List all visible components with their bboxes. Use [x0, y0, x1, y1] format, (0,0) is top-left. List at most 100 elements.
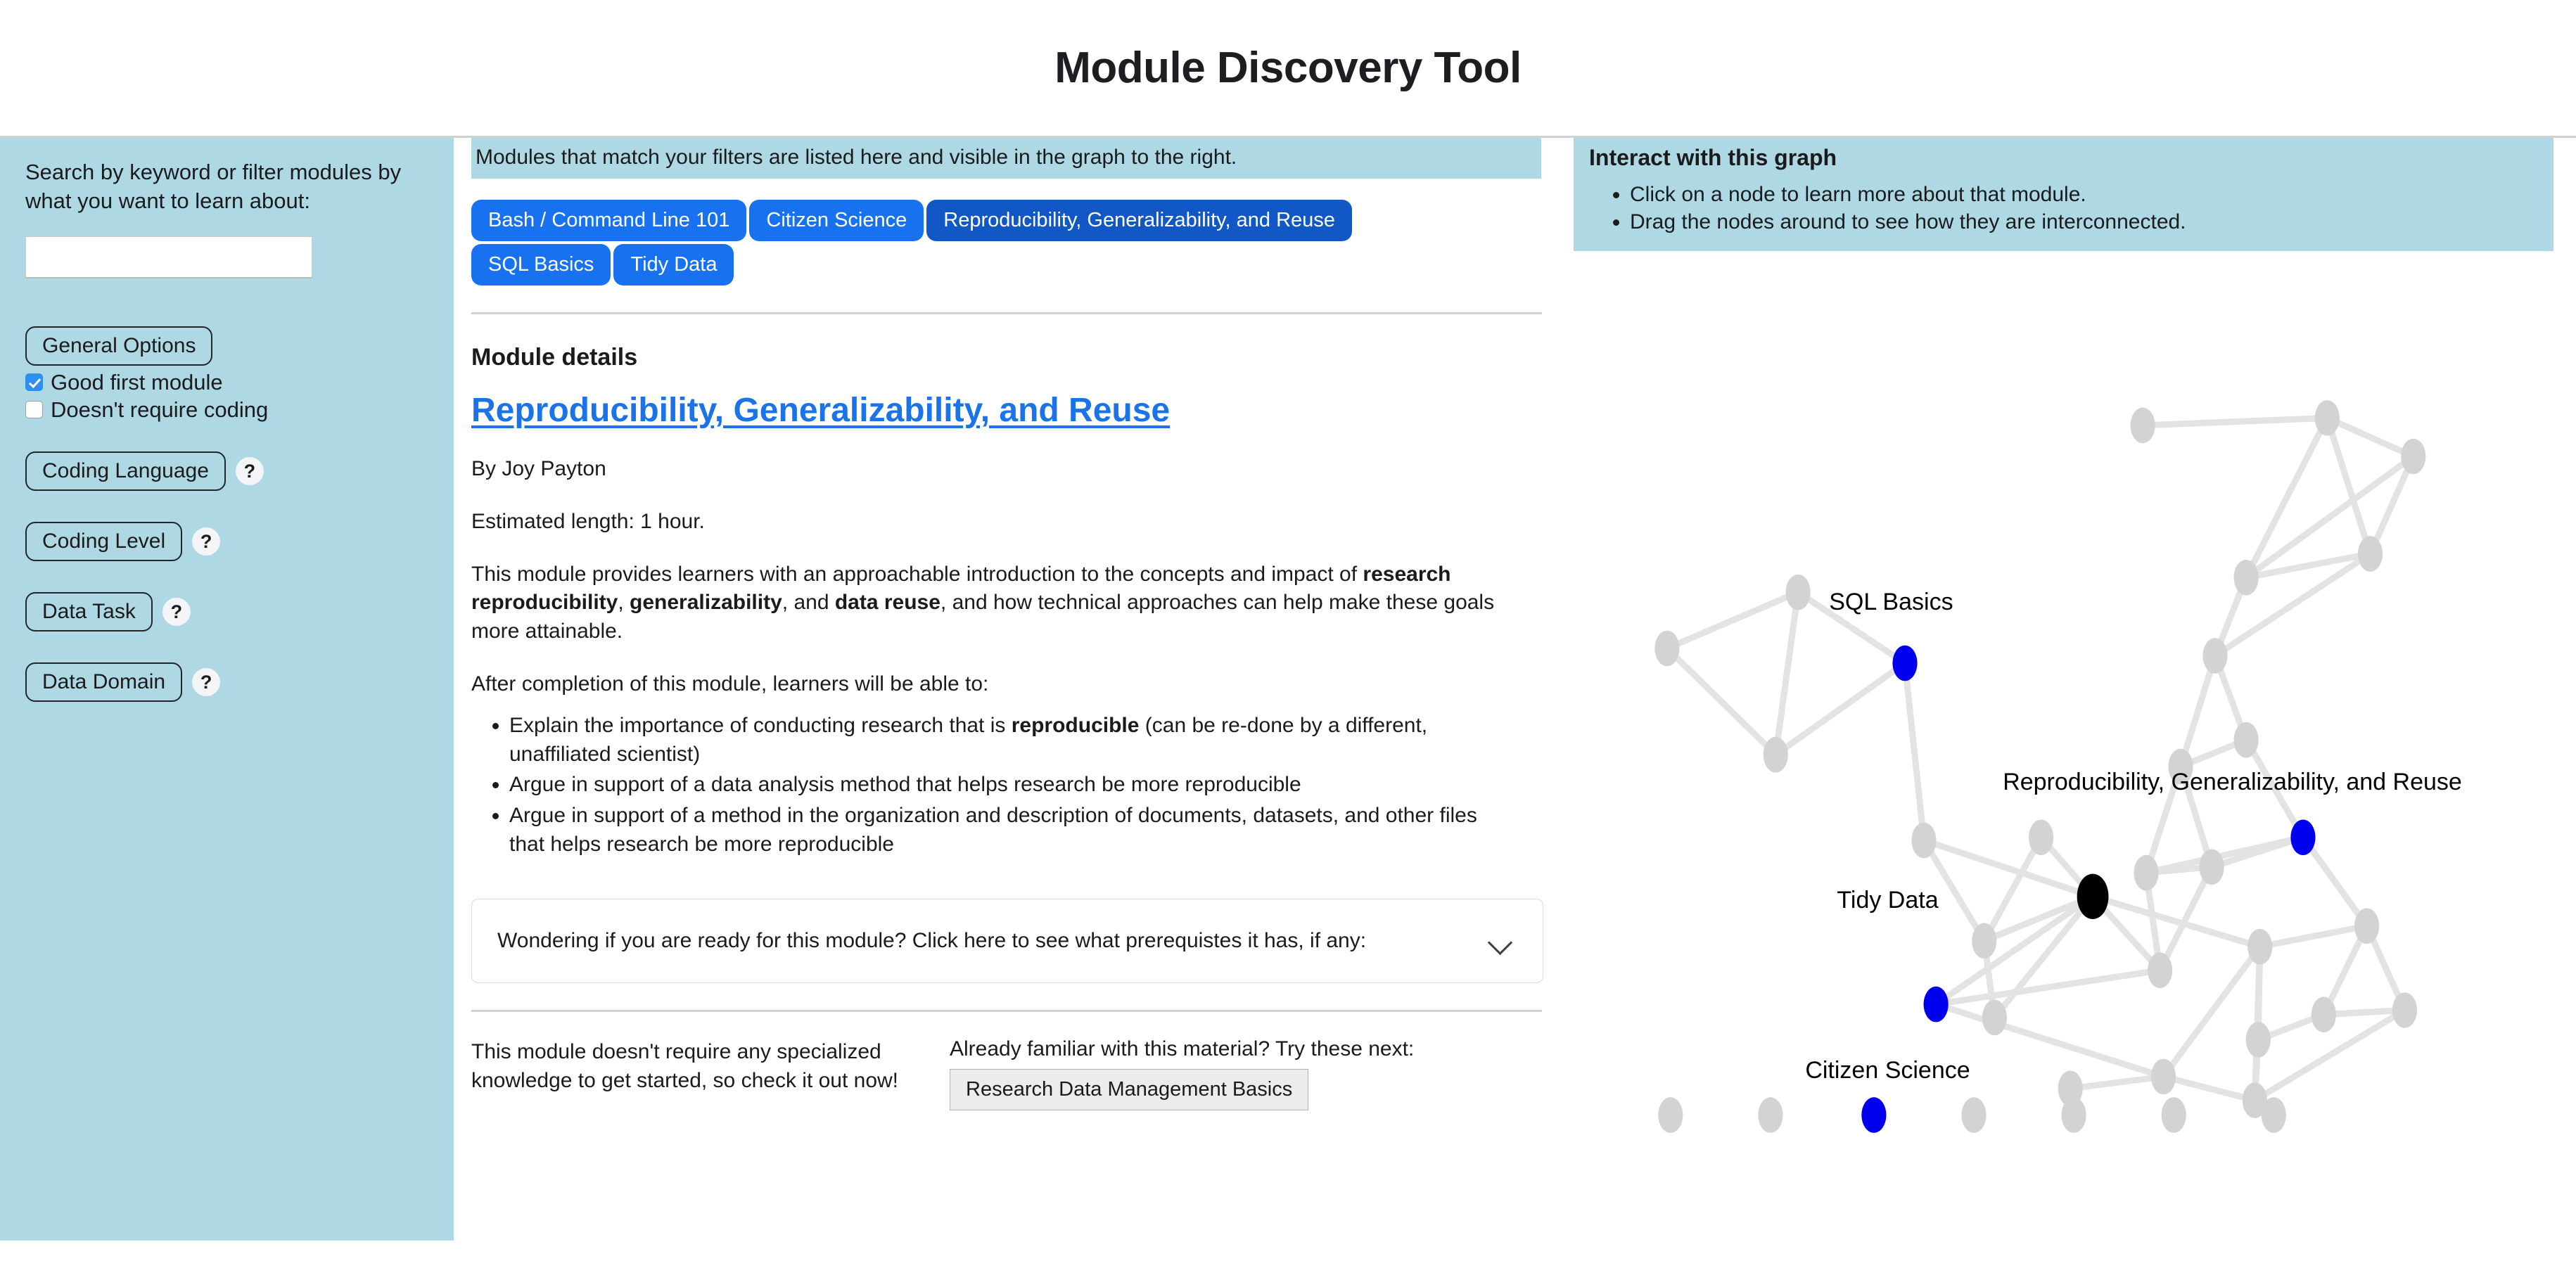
graph-edge [1982, 893, 2094, 944]
graph-node-match[interactable] [1892, 645, 1918, 681]
graph-node-other[interactable] [2233, 722, 2259, 758]
help-icon[interactable]: ? [162, 598, 191, 627]
chevron-down-icon[interactable] [1489, 934, 1513, 947]
module-tag[interactable]: Bash / Command Line 101 [471, 200, 747, 241]
graph-node-other[interactable] [2028, 819, 2054, 856]
graph-node-other[interactable] [1961, 1097, 1987, 1133]
help-icon[interactable]: ? [192, 668, 221, 697]
graph-node-other[interactable] [2148, 952, 2173, 989]
graph-node-other[interactable] [2357, 536, 2383, 572]
graph-node-other[interactable] [2247, 928, 2273, 965]
search-input[interactable] [25, 236, 312, 279]
graph-node-other[interactable] [2161, 1097, 2186, 1133]
objectives-intro: After completion of this module, learner… [471, 672, 989, 695]
body-text: (can be re-done by a different, unaffili… [509, 713, 1428, 766]
graph-banner-title: Interact with this graph [1589, 145, 1837, 170]
graph-node-match[interactable] [1861, 1097, 1887, 1133]
graph-node-other[interactable] [2311, 996, 2336, 1033]
graph-node-other[interactable] [2242, 1082, 2267, 1118]
module-tag[interactable]: Reproducibility, Generalizability, and R… [926, 200, 1352, 241]
graph-node-other[interactable] [1911, 822, 1937, 859]
graph-edge [2323, 417, 2373, 555]
general-options-row: General Options [25, 326, 428, 366]
help-icon[interactable]: ? [192, 527, 221, 556]
graph-node-other[interactable] [2354, 908, 2380, 944]
module-tag[interactable]: SQL Basics [471, 244, 611, 286]
module-tag[interactable]: Citizen Science [749, 200, 924, 241]
graph-edge [1935, 967, 2161, 1008]
next-modules-label: Already familiar with this material? Try… [950, 1037, 1415, 1060]
body-text: , and [782, 591, 835, 615]
module-network-graph[interactable]: SQL BasicsBash / Command Line 101Reprodu… [1574, 258, 2558, 1172]
module-title-link[interactable]: Reproducibility, Generalizability, and R… [471, 392, 1171, 429]
graph-edge [2177, 765, 2215, 868]
graph-svg[interactable] [1574, 258, 2558, 1172]
graph-node-other[interactable] [2392, 992, 2418, 1028]
graph-node-match[interactable] [1923, 986, 1949, 1022]
data-task-button[interactable]: Data Task [25, 592, 153, 632]
module-details-heading: Module details [471, 344, 638, 371]
divider [471, 312, 1542, 314]
graph-node-other[interactable] [1785, 574, 1811, 610]
prerequisites-accordion-label: Wondering if you are ready for this modu… [497, 928, 1367, 952]
next-module-button[interactable]: Research Data Management Basics [950, 1068, 1309, 1110]
graph-edge [1934, 1001, 2164, 1080]
checkbox-good-first-module[interactable]: Good first module [25, 371, 428, 393]
module-length: Estimated length: 1 hour. [471, 509, 705, 533]
learning-objective-item: Argue in support of a data analysis meth… [509, 771, 1512, 800]
learning-objective-item: Argue in support of a method in the orga… [509, 802, 1512, 859]
checkbox-doesnt-require-coding[interactable]: Doesn't require coding [25, 399, 428, 421]
graph-node-other[interactable] [2168, 748, 2193, 785]
graph-edge [2323, 1007, 2405, 1018]
graph-edge [1934, 894, 2095, 1007]
graph-node-selected[interactable] [2077, 873, 2109, 919]
checkbox-unchecked-icon[interactable] [25, 401, 43, 419]
module-tag[interactable]: Tidy Data [613, 244, 734, 286]
graph-edge [2326, 415, 2415, 460]
help-icon[interactable]: ? [235, 457, 264, 486]
graph-node-other[interactable] [2134, 854, 2159, 891]
graph-edge [2243, 738, 2306, 840]
graph-node-other[interactable] [1982, 999, 2007, 1036]
checkbox-checked-icon[interactable] [25, 373, 43, 392]
graph-node-other[interactable] [2233, 559, 2259, 596]
graph-node-other[interactable] [2058, 1070, 2083, 1107]
emphasis-text: generalizability [630, 591, 782, 615]
body-text: , and how technical approaches can help … [471, 591, 1495, 643]
graph-node-other[interactable] [1658, 1097, 1683, 1133]
body-text: Argue in support of a method in the orga… [509, 804, 1477, 856]
graph-node-other[interactable] [2199, 849, 2224, 885]
graph-edge [1901, 662, 1927, 841]
next-modules-column: Already familiar with this material? Try… [950, 1037, 1414, 1110]
graph-edge [2070, 1073, 2164, 1092]
graph-node-other[interactable] [2401, 438, 2426, 475]
graph-node-other[interactable] [1758, 1097, 1783, 1133]
filter-coding-language: Coding Language ? [25, 451, 428, 492]
graph-edge [2300, 835, 2370, 928]
graph-edge [1772, 591, 1802, 755]
coding-language-button[interactable]: Coding Language [25, 451, 226, 492]
filter-sidebar: Search by keyword or filter modules by w… [0, 138, 454, 1240]
graph-node-other[interactable] [2245, 1022, 2271, 1058]
body-text: Explain the importance of conducting res… [509, 713, 1012, 737]
prerequisites-accordion[interactable]: Wondering if you are ready for this modu… [471, 898, 1543, 983]
coding-level-button[interactable]: Coding Level [25, 522, 183, 562]
general-options-button[interactable]: General Options [25, 326, 213, 366]
graph-node-other[interactable] [1763, 736, 1788, 773]
graph-node-other[interactable] [2130, 407, 2155, 444]
graph-node-other[interactable] [1654, 630, 1680, 667]
graph-node-other[interactable] [2261, 1097, 2286, 1133]
learning-objectives-list: Explain the importance of conducting res… [471, 712, 1512, 859]
graph-edge [1981, 835, 2044, 942]
data-domain-button[interactable]: Data Domain [25, 662, 183, 703]
emphasis-text: data reuse [834, 591, 941, 615]
graph-node-other[interactable] [2150, 1058, 2176, 1095]
graph-edge [1991, 894, 2096, 1020]
learning-objective-item: Explain the importance of conducting res… [509, 712, 1512, 769]
graph-node-other[interactable] [2061, 1097, 2086, 1133]
graph-node-other[interactable] [1972, 923, 1997, 959]
graph-node-other[interactable] [2314, 400, 2340, 436]
graph-node-other[interactable] [2202, 638, 2228, 674]
graph-node-match[interactable] [2290, 819, 2316, 856]
